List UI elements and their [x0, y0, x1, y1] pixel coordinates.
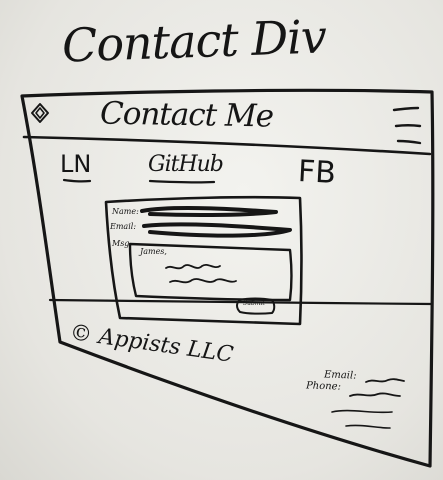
header-divider: [22, 135, 432, 156]
message-label: Msg: [112, 239, 130, 248]
hamburger-menu-icon[interactable]: [392, 106, 422, 145]
footer-phone-label: Phone:: [305, 380, 342, 393]
diamond-logo-icon[interactable]: [31, 103, 49, 123]
footer-divider: [48, 298, 434, 306]
message-scribble: [165, 263, 221, 270]
message-scribble: [169, 278, 237, 284]
email-label: Email:: [110, 222, 137, 231]
footer-scribble: [345, 424, 391, 429]
submit-button[interactable]: [236, 297, 276, 315]
nav-link-fb[interactable]: FB: [297, 154, 337, 191]
name-label: Name:: [112, 207, 139, 216]
board-title: Contact Div: [61, 9, 327, 73]
nav-link-github[interactable]: GitHub: [148, 152, 224, 177]
window-frame: [20, 88, 435, 468]
footer-email-label: Email:: [323, 369, 357, 382]
github-underline: [148, 179, 216, 184]
page-title: Contact Me: [99, 95, 274, 135]
message-text: James,: [140, 247, 167, 256]
contact-form-box: [104, 195, 303, 326]
footer-email-value: [365, 378, 405, 383]
name-field[interactable]: [140, 206, 278, 218]
footer-phone-value: [349, 392, 401, 397]
footer-scribble: [331, 409, 393, 414]
ln-underline: [62, 178, 92, 183]
nav-link-ln[interactable]: LN: [60, 150, 92, 178]
message-textarea[interactable]: [128, 242, 293, 302]
submit-button-label[interactable]: Submit: [243, 300, 265, 307]
email-field[interactable]: [142, 222, 292, 238]
